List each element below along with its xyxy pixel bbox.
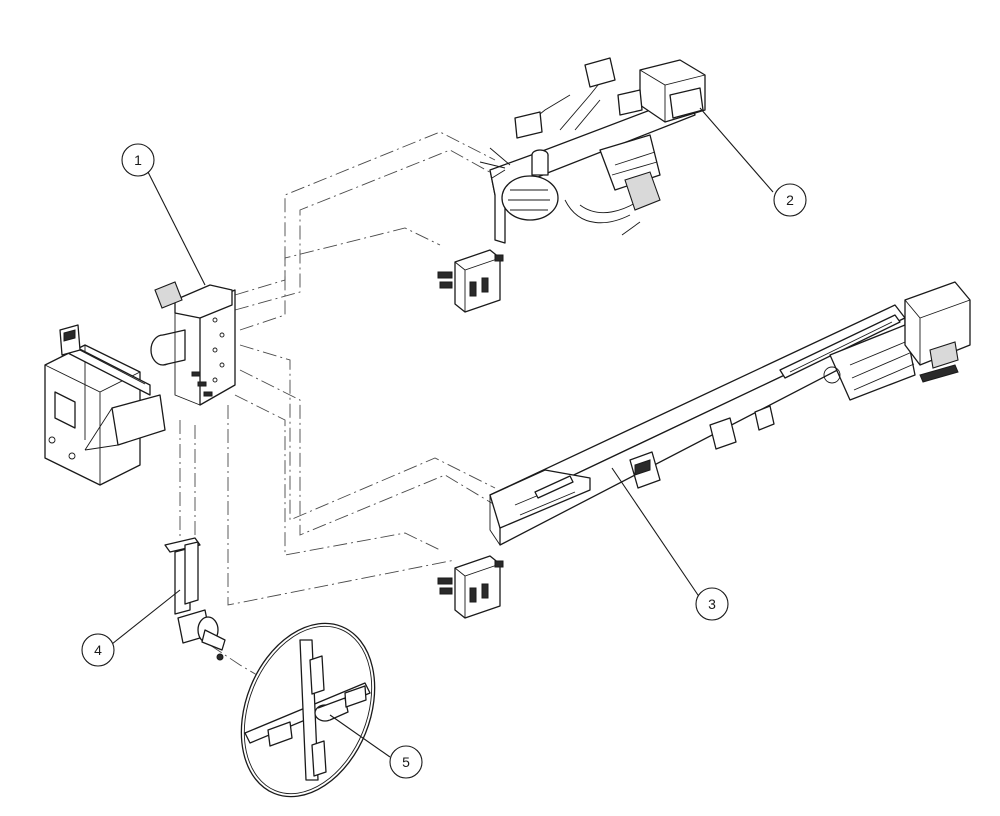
callout-4-label: 4 (94, 642, 102, 658)
callout-5-label: 5 (402, 754, 410, 770)
callout-1-label: 1 (134, 152, 142, 168)
part-3-telescopic-arm (489, 281, 971, 546)
assembly-centerlines (179, 131, 496, 713)
callout-4: 4 (81, 633, 115, 667)
callout-2-label: 2 (786, 192, 794, 208)
part-5-disc-assembly (240, 622, 376, 798)
callout-5: 5 (389, 745, 423, 779)
callout-1: 1 (121, 143, 155, 177)
callout-leaders (111, 107, 774, 758)
valve-block-lower (437, 555, 504, 619)
callout-3: 3 (695, 587, 729, 621)
valve-block-upper (437, 249, 504, 313)
part-1-mount-assembly (44, 281, 236, 486)
part-4-support-post (164, 537, 226, 661)
callout-2: 2 (773, 183, 807, 217)
callout-3-label: 3 (708, 596, 716, 612)
part-2-head-assembly (479, 57, 706, 244)
